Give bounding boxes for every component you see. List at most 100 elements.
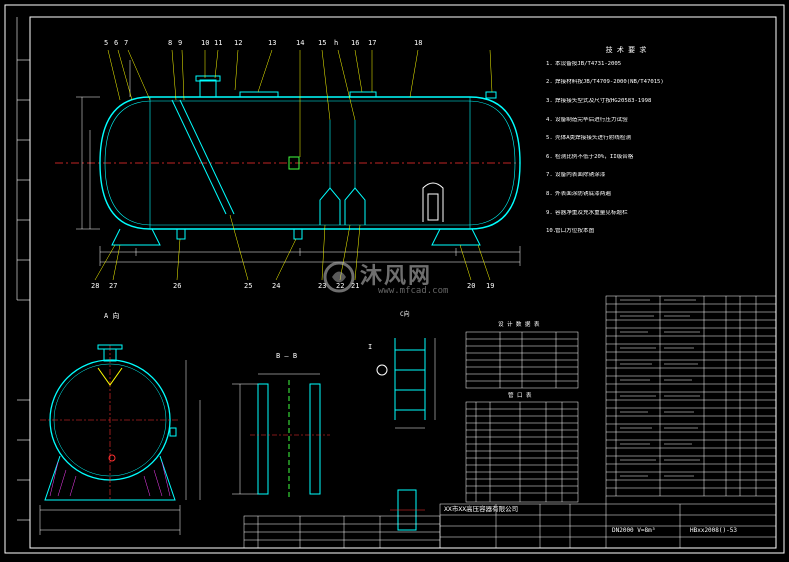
tech-note: 7.设备内表面除锈涂漆 [546, 172, 706, 182]
balloon-18: 18 [414, 39, 423, 47]
tech-note-text: 壳体A类焊接接头进行射线检测 [555, 135, 632, 142]
vessel-shell-inner [104, 100, 516, 226]
view-label-b: B — B [276, 352, 298, 360]
balloon-21: 21 [351, 282, 360, 290]
baffle-2 [344, 187, 366, 225]
end-view-side-nozzle [169, 427, 177, 437]
binding-strip [16, 17, 30, 521]
tech-note-number: 6. [546, 153, 553, 160]
tech-note-text: 焊接材料按JB/T4709-2000(NB/T47015) [555, 79, 664, 86]
section-plate-right [309, 383, 321, 495]
view-label-a: A 向 [104, 312, 120, 320]
ladder-dims [395, 338, 436, 429]
drawing-number: HBxx2008()-53 [690, 527, 737, 534]
tech-note-number: 7. [546, 172, 553, 179]
main-vessel-view [55, 49, 521, 281]
tech-note-text: 检测比例不低于20%，II级合格 [555, 153, 634, 160]
balloon-26: 26 [173, 282, 182, 290]
baffle-1 [319, 187, 341, 225]
tech-note-number: 3. [546, 97, 553, 104]
balloon-5: 5 [104, 39, 109, 47]
tech-note: 1.本设备按JB/T4731-2005 [546, 61, 706, 71]
tech-note-text: 设备制造完毕后进行压力试验 [555, 116, 628, 123]
watermark: 沐风网 www.mfcad.com [318, 258, 478, 302]
technical-requirements: 技 术 要 求 1.本设备按JB/T4731-2005 2.焊接材料按JB/T47… [546, 46, 706, 247]
top-nozzle-pad-2 [349, 91, 377, 98]
tech-note-text: 本设备按JB/T4731-2005 [555, 60, 622, 67]
internal-pipe-a [171, 99, 227, 215]
tech-note-text: 焊接接头型式及尺寸按HG20583-1998 [555, 97, 652, 104]
design-data-table [465, 331, 579, 389]
top-nozzle-right [485, 91, 497, 99]
tech-note: 9.容器净重及充水重量见标题栏 [546, 210, 706, 220]
watermark-brand: 沐风网 [360, 264, 433, 289]
internal-pipe-b [179, 99, 235, 215]
tech-note-text: 设备内表面除锈涂漆 [555, 172, 606, 179]
parts-list [605, 295, 777, 497]
tech-notes-list: 1.本设备按JB/T4731-2005 2.焊接材料按JB/T4709-2000(… [546, 61, 706, 247]
balloon-7: 7 [124, 39, 129, 47]
design-table-title: 设 计 数 据 表 [498, 322, 540, 328]
section-plate-left [257, 383, 269, 495]
balloon-14: 14 [296, 39, 305, 47]
balloon-22: 22 [336, 282, 345, 290]
balloon-25: 25 [244, 282, 253, 290]
parts-list-entries [620, 299, 700, 477]
section-dims [232, 373, 320, 495]
manhole-flange [195, 75, 221, 82]
end-view-dims [39, 360, 201, 535]
dimension-lines [76, 60, 521, 266]
watermark-url: www.mfcad.com [378, 286, 449, 296]
balloon-16: 16 [351, 39, 360, 47]
internal-well-inner [427, 193, 439, 221]
balloon-11: 11 [214, 39, 223, 47]
watermark-logo-icon [323, 261, 355, 293]
tech-note: 8.外表面涂防锈底漆两遍 [546, 191, 706, 201]
detail-label-i: I [368, 343, 373, 351]
end-view-drain [108, 454, 116, 462]
tech-note-number: 8. [546, 190, 553, 197]
tech-note-text: 管口方位按本图 [555, 228, 595, 235]
top-nozzle-pad [239, 91, 279, 98]
balloon-17: 17 [368, 39, 377, 47]
balloon-20: 20 [467, 282, 476, 290]
balloon-28: 28 [91, 282, 100, 290]
internal-well [422, 182, 444, 222]
bottom-nozzle-1 [176, 228, 186, 240]
balloon-9: 9 [178, 39, 183, 47]
tech-note-number: 9. [546, 209, 553, 216]
balloon-8: 8 [168, 39, 173, 47]
balloon-24: 24 [272, 282, 281, 290]
tech-note: 4.设备制造完毕后进行压力试验 [546, 117, 706, 127]
saddle-right [431, 228, 481, 246]
balloon-13: 13 [268, 39, 277, 47]
balloon-6: 6 [114, 39, 119, 47]
end-view-a [39, 344, 201, 535]
ladder-detail-mark [376, 364, 388, 376]
end-view-top-flange [97, 344, 123, 350]
balloon-h: h [334, 39, 339, 47]
drawing-title: DN2000 V=8m³ [612, 527, 656, 534]
tech-note: 2.焊接材料按JB/T4709-2000(NB/T47015) [546, 79, 706, 89]
tech-note: 5.壳体A类焊接接头进行射线检测 [546, 135, 706, 145]
balloon-12: 12 [234, 39, 243, 47]
tech-note-number: 10. [546, 228, 557, 235]
tech-note: 10.管口方位按本图 [546, 228, 706, 238]
detail-c-ladder [376, 338, 436, 531]
section-b-b [232, 373, 330, 498]
saddle-left [111, 228, 161, 246]
nozzle-table [465, 401, 579, 503]
tech-note-number: 2. [546, 79, 553, 86]
leader-lines [94, 49, 493, 281]
tech-note-text: 容器净重及充水重量见标题栏 [555, 209, 628, 216]
revision-table [243, 515, 441, 549]
end-view-angle-mark [97, 367, 123, 386]
view-label-c: C向 [400, 311, 410, 318]
tech-note-number: 5. [546, 135, 553, 142]
nozzle-table-title: 管 口 表 [508, 393, 532, 399]
tech-notes-title: 技 术 要 求 [605, 46, 647, 54]
balloon-15: 15 [318, 39, 327, 47]
balloon-10: 10 [201, 39, 210, 47]
tech-note: 3.焊接接头型式及尺寸按HG20583-1998 [546, 98, 706, 108]
tech-note-text: 外表面涂防锈底漆两遍 [555, 190, 611, 197]
